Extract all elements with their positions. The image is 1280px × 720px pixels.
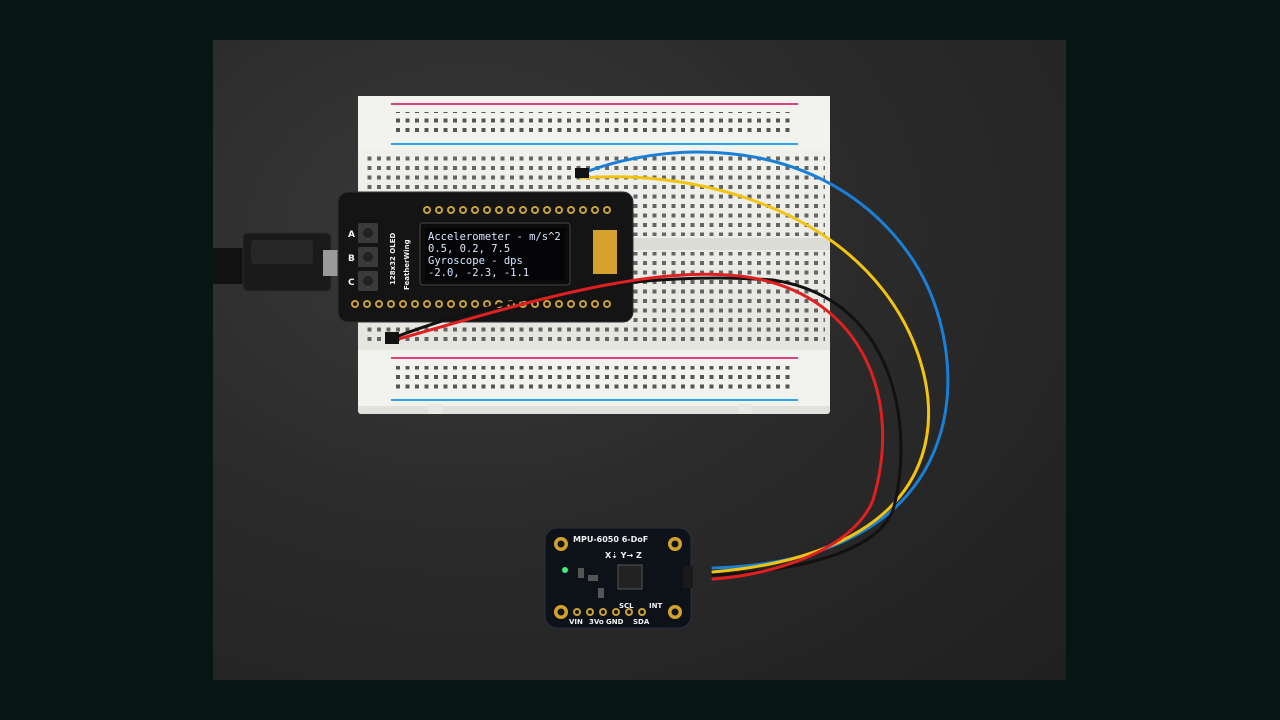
breadboard-foot-left: [428, 404, 442, 414]
header-pin-hole: [449, 208, 453, 212]
header-pin-hole: [569, 208, 573, 212]
header-pin-hole: [545, 302, 549, 306]
header-pin-hole: [437, 302, 441, 306]
label-c: C: [348, 278, 355, 288]
bottom-rail-holes: [393, 366, 793, 394]
mpu6050-chip: [617, 564, 643, 590]
pin-gnd: GND: [606, 618, 624, 626]
label-featherwing: FeatherWing: [403, 239, 411, 290]
wire-blue: [581, 150, 950, 570]
power-led: [562, 567, 568, 573]
header-pin-hole: [593, 302, 597, 306]
header-pin-hole: [461, 302, 465, 306]
breadboard-foot-right: [738, 404, 752, 414]
header-pin-hole: [575, 610, 579, 614]
button-c[interactable]: [358, 271, 378, 291]
pin-int: INT: [649, 602, 662, 610]
photo-svg: Accelerometer - m/s^2 0.5, 0.2, 7.5 Gyro…: [213, 96, 950, 629]
photo: Accelerometer - m/s^2 0.5, 0.2, 7.5 Gyro…: [213, 40, 1066, 680]
sensor-axes: X⇣ Y→ Z: [605, 551, 642, 560]
wire-yellow: [579, 175, 931, 574]
header-pin-hole: [640, 610, 644, 614]
label-b: B: [348, 254, 355, 264]
header-pin-hole: [425, 208, 429, 212]
header-pin-hole: [605, 208, 609, 212]
usb-cable: [213, 232, 343, 292]
header-pin-hole: [425, 302, 429, 306]
header-pin-hole: [401, 302, 405, 306]
sensor-pins: [573, 608, 646, 616]
wires: [385, 150, 950, 581]
oled-screen: [425, 228, 565, 280]
button-a[interactable]: [358, 223, 378, 243]
header-pin-hole: [473, 302, 477, 306]
header-pin-hole: [627, 610, 631, 614]
label-a: A: [348, 230, 355, 240]
header-pin-hole: [614, 610, 618, 614]
header-pin-hole: [588, 610, 592, 614]
wire-header-top: [575, 168, 589, 178]
header-pin-hole: [593, 208, 597, 212]
oled-connector: [593, 230, 617, 274]
header-pin-hole: [557, 302, 561, 306]
header-pin-hole: [509, 208, 513, 212]
header-pin-hole: [497, 208, 501, 212]
header-pin-hole: [557, 208, 561, 212]
header-pin-hole: [485, 302, 489, 306]
pin-3vo: 3Vo: [589, 618, 604, 626]
header-pin-hole: [461, 208, 465, 212]
oled-line-1: Accelerometer - m/s^2: [428, 231, 561, 243]
oled-line-3: Gyroscope - dps: [428, 255, 523, 267]
label-oled: 128x32 OLED: [389, 233, 397, 285]
header-pin-hole: [581, 302, 585, 306]
header-pin-hole: [365, 302, 369, 306]
sensor-title: MPU-6050 6-DoF: [573, 535, 648, 544]
pins-top: [423, 206, 611, 214]
top-rail-holes: [393, 112, 793, 137]
pin-scl: SCL: [619, 602, 634, 610]
header-pin-hole: [545, 208, 549, 212]
header-pin-hole: [569, 302, 573, 306]
header-pin-hole: [601, 610, 605, 614]
header-pin-hole: [533, 302, 537, 306]
oled-line-2: 0.5, 0.2, 7.5: [428, 243, 510, 255]
header-pin-hole: [521, 208, 525, 212]
mpu6050-board: MPU-6050 6-DoF X⇣ Y→ Z VIN 3Vo GND SCL S…: [544, 527, 693, 629]
header-pin-hole: [389, 302, 393, 306]
header-pin-hole: [473, 208, 477, 212]
oled-line-4: -2.0, -2.3, -1.1: [428, 267, 529, 279]
header-pin-hole: [485, 208, 489, 212]
usb-plug-detail: [251, 240, 313, 264]
button-b[interactable]: [358, 247, 378, 267]
pin-sda: SDA: [633, 618, 650, 626]
header-pin-hole: [413, 302, 417, 306]
wire-red: [393, 272, 885, 581]
header-pin-hole: [605, 302, 609, 306]
header-pin-hole: [353, 302, 357, 306]
header-pin-hole: [449, 302, 453, 306]
feather-board: Accelerometer - m/s^2 0.5, 0.2, 7.5 Gyro…: [337, 191, 634, 323]
header-pin-hole: [377, 302, 381, 306]
header-pin-hole: [437, 208, 441, 212]
stemma-connector: [683, 566, 693, 588]
pin-vin: VIN: [569, 618, 583, 626]
header-pin-hole: [581, 208, 585, 212]
wire-header-bottom: [385, 332, 399, 344]
header-pin-hole: [533, 208, 537, 212]
wire-black: [391, 276, 903, 577]
